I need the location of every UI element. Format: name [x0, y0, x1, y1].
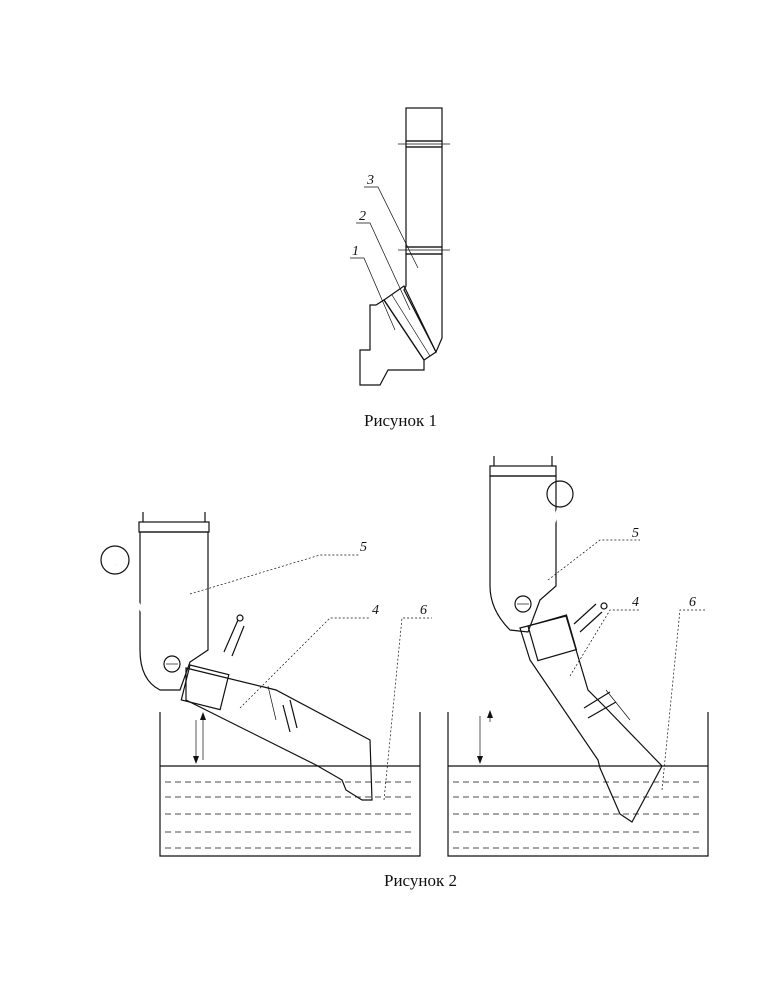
part-1 — [360, 300, 424, 385]
figure-2-right: 5 4 6 — [448, 456, 708, 856]
label-4-right: 4 — [632, 595, 639, 610]
electrode-joint-2 — [406, 247, 442, 254]
electrode-4-right — [520, 616, 662, 822]
tank-left — [160, 712, 420, 856]
figure-2-caption: Рисунок 2 — [384, 871, 457, 891]
figure-2-left: 5 4 6 — [101, 512, 432, 856]
figure-1: 3 2 1 — [350, 108, 450, 385]
tank-right — [448, 712, 708, 856]
counterweight-ball-right — [547, 481, 573, 507]
label-3: 3 — [366, 173, 374, 188]
label-5-left: 5 — [360, 540, 367, 555]
electrode-4-left — [186, 668, 372, 800]
label-4-left: 4 — [372, 603, 379, 618]
holder-body-5-right — [490, 476, 556, 632]
label-6-left: 6 — [420, 603, 427, 618]
label-5-right: 5 — [632, 526, 639, 541]
electrode-section-mid — [406, 147, 442, 247]
counterweight-ball — [101, 546, 129, 574]
label-6-right: 6 — [689, 595, 696, 610]
figure-1-caption: Рисунок 1 — [364, 411, 437, 431]
electrode-section-top — [406, 108, 442, 141]
label-2: 2 — [359, 209, 366, 224]
part-3 — [404, 254, 442, 352]
holder-body-5 — [140, 532, 208, 690]
label-1: 1 — [352, 244, 359, 259]
